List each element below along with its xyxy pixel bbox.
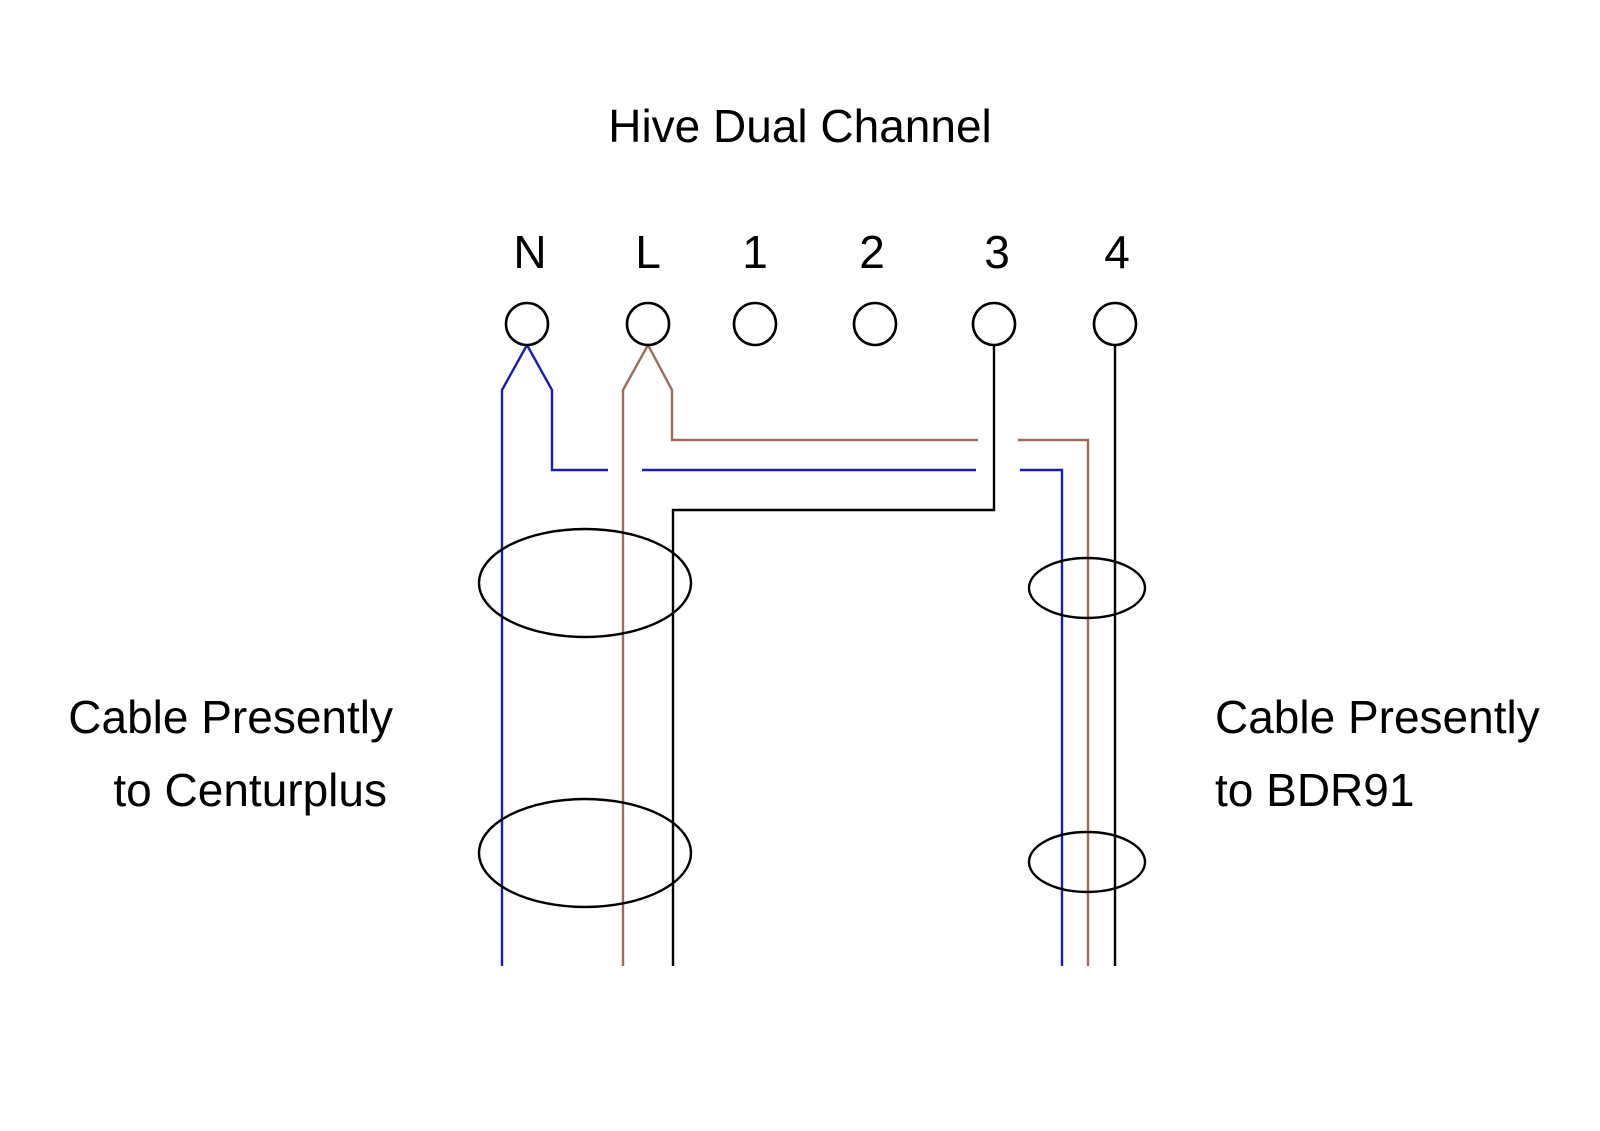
- terminal-1: [732, 301, 778, 347]
- terminal-label-2: 2: [859, 226, 885, 278]
- terminal-3: [971, 301, 1017, 347]
- terminal-4: [1092, 301, 1138, 347]
- wire-live-right-seg2: [1018, 438, 1090, 966]
- diagram-title: Hive Dual Channel: [608, 100, 992, 152]
- left-cable-label-line2: to Centurplus: [113, 764, 387, 816]
- wire-live-right-seg1: [646, 344, 978, 442]
- cable-sheath-right-top: [1027, 556, 1147, 620]
- right-cable-label-line1: Cable Presently: [1215, 691, 1540, 743]
- cable-sheath-left-bottom: [477, 797, 693, 909]
- terminal-label-l: L: [635, 226, 661, 278]
- terminal-label-3: 3: [984, 226, 1010, 278]
- terminal-label-4: 4: [1104, 226, 1130, 278]
- wire-neutral-right-seg3: [1020, 468, 1064, 966]
- terminal-label-1: 1: [742, 226, 768, 278]
- terminal-2: [852, 301, 898, 347]
- wire-neutral-left: [500, 344, 529, 966]
- terminal-n: [504, 301, 550, 347]
- terminal-l: [625, 301, 671, 347]
- wire-switched-3: [671, 345, 996, 966]
- terminal-label-n: N: [513, 226, 546, 278]
- wire-live-left: [621, 344, 650, 966]
- right-cable-label-line2: to BDR91: [1215, 764, 1414, 816]
- cable-sheath-right-bottom: [1027, 830, 1147, 894]
- left-cable-label-line1: Cable Presently: [68, 691, 393, 743]
- cable-sheath-left-top: [477, 527, 693, 639]
- wire-neutral-right-seg1: [525, 344, 608, 472]
